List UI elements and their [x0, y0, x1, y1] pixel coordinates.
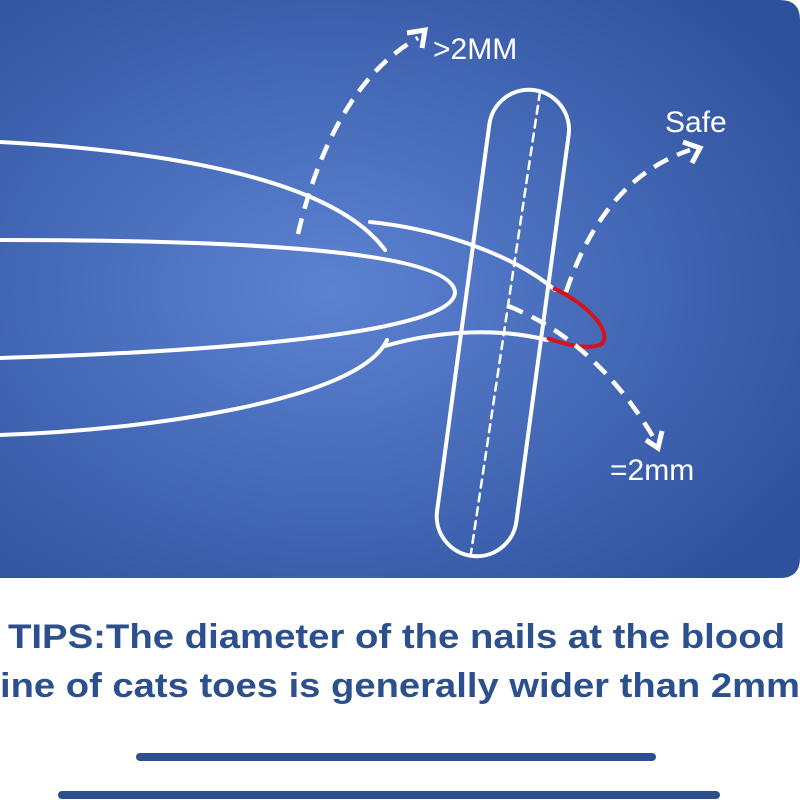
toe-outline [0, 140, 389, 437]
label-greater-2mm: >2MM [433, 33, 517, 66]
arrow-safe [563, 147, 691, 293]
nail-top-edge [368, 220, 557, 292]
arrow-greater-2mm [295, 36, 420, 235]
tips-line-1: TIPS:The diameter of the nails at the bl… [8, 618, 785, 656]
nail-bottom-edge [383, 330, 549, 348]
label-equal-2mm: =2mm [610, 454, 694, 487]
arrowhead-safe-icon [682, 139, 704, 165]
nail-inner-outline [0, 238, 458, 360]
cut-line [469, 90, 542, 555]
tips-line-2: ine of cats toes is generally wider than… [0, 667, 800, 705]
clipper-blade [434, 87, 571, 559]
arrowhead-equal-icon [644, 430, 665, 453]
arrowhead-greater-icon [406, 26, 429, 49]
quick-blood-line [546, 286, 607, 349]
blue-panel [0, 0, 800, 578]
label-safe: Safe [665, 106, 727, 139]
